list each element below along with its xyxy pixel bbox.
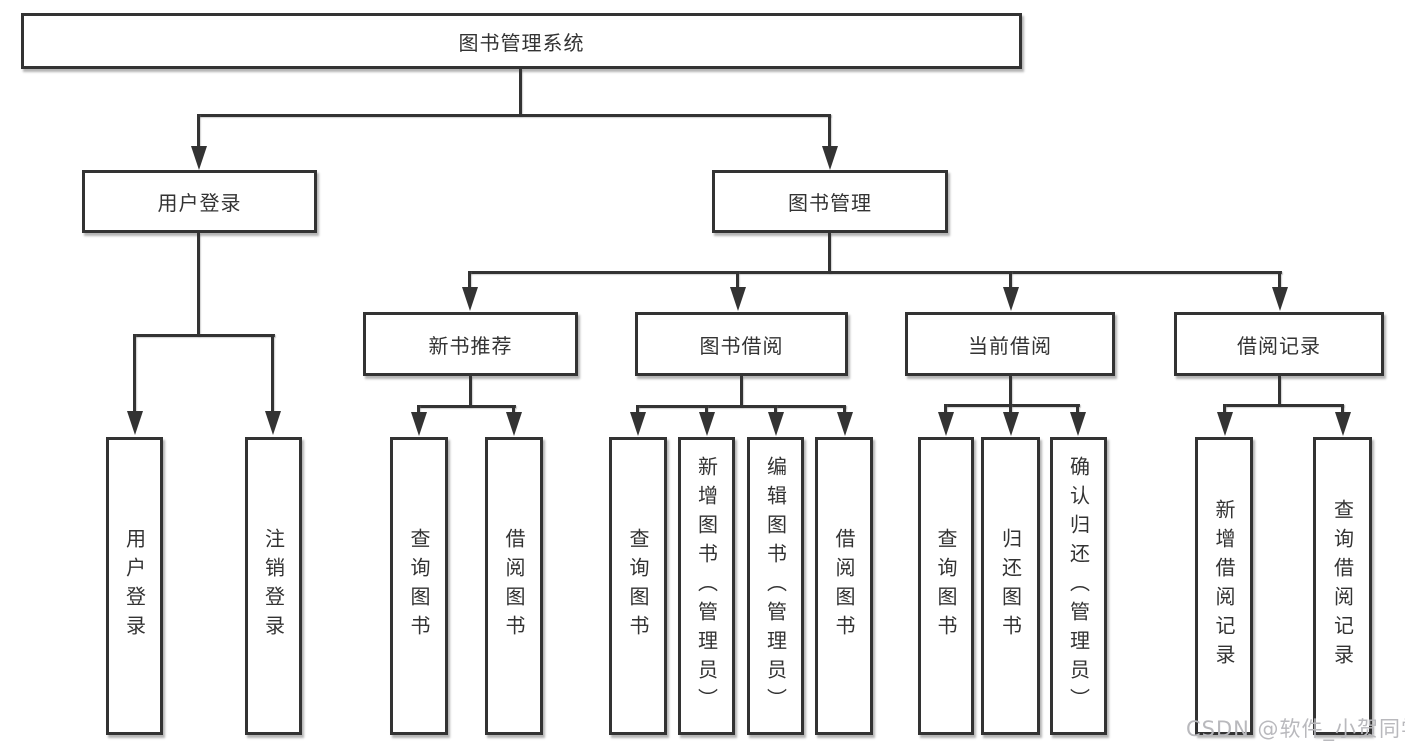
node-label: 确认归还（管理员） — [1066, 455, 1091, 717]
node-label: 查询借阅记录 — [1330, 499, 1355, 673]
connector-drop — [944, 404, 947, 415]
node-label: 图书借阅 — [699, 333, 784, 358]
arrow-down-icon — [127, 411, 143, 435]
connector-drop — [828, 114, 831, 150]
node-label: 注销登录 — [261, 528, 286, 644]
node-label: 查询图书 — [407, 528, 431, 644]
connector-hline — [418, 405, 516, 408]
arrow-down-icon — [630, 412, 646, 436]
node-label: 归还图书 — [998, 528, 1023, 644]
node-label: 借阅图书 — [832, 528, 856, 644]
arrow-down-icon — [1272, 287, 1288, 311]
arrow-down-icon — [1217, 412, 1233, 436]
node-label: 用户登录 — [122, 528, 147, 644]
connector-hline — [945, 404, 1080, 407]
connector-drop — [417, 405, 420, 415]
connector-drop — [736, 271, 739, 289]
connector-stem — [1278, 376, 1281, 406]
node-leaf-bb-query-books: 查询图书 — [609, 437, 667, 735]
node-label: 新增借阅记录 — [1212, 499, 1236, 673]
node-leaf-br-query-record: 查询借阅记录 — [1313, 437, 1372, 735]
node-book-borrowing: 图书借阅 — [635, 312, 848, 376]
node-leaf-cb-query-books: 查询图书 — [918, 437, 974, 735]
node-leaf-user-login: 用户登录 — [106, 437, 163, 735]
arrow-down-icon — [822, 146, 838, 170]
arrow-down-icon — [411, 412, 427, 436]
connector-hline — [469, 271, 1282, 274]
node-label: 编辑图书（管理员） — [763, 455, 788, 717]
node-leaf-nb-borrow-books: 借阅图书 — [485, 437, 543, 735]
node-leaf-bb-borrow-books: 借阅图书 — [815, 437, 873, 735]
node-leaf-cb-confirm-return-admin: 确认归还（管理员） — [1050, 437, 1107, 735]
node-borrow-records: 借阅记录 — [1174, 312, 1384, 376]
connector-drop — [774, 405, 777, 415]
connector-drop — [1223, 404, 1226, 415]
arrow-down-icon — [730, 287, 746, 311]
node-leaf-nb-query-books: 查询图书 — [390, 437, 448, 735]
connector-stem — [197, 233, 200, 336]
node-book-management: 图书管理 — [712, 170, 948, 233]
connector-drop — [468, 271, 471, 289]
connector-drop — [1341, 404, 1344, 415]
connector-drop — [271, 334, 274, 414]
arrow-down-icon — [938, 412, 954, 436]
connector-stem — [828, 233, 831, 273]
node-label: 查询图书 — [934, 528, 958, 644]
connector-drop — [197, 114, 200, 150]
connector-drop — [1009, 271, 1012, 289]
arrow-down-icon — [1003, 287, 1019, 311]
connector-drop — [636, 405, 639, 415]
node-label: 图书管理 — [788, 191, 872, 215]
node-label: 新增图书（管理员） — [694, 455, 719, 717]
arrow-down-icon — [837, 412, 853, 436]
node-leaf-logout: 注销登录 — [245, 437, 302, 735]
connector-drop — [133, 334, 136, 414]
node-label: 借阅图书 — [502, 528, 526, 644]
node-leaf-bb-add-books-admin: 新增图书（管理员） — [678, 437, 735, 735]
connector-drop — [843, 405, 846, 415]
node-current-borrowing: 当前借阅 — [905, 312, 1115, 376]
connector-hline — [1224, 404, 1344, 407]
connector-stem — [469, 376, 472, 407]
connector-hline — [197, 114, 831, 117]
node-label: 借阅记录 — [1237, 333, 1321, 358]
arrow-down-icon — [462, 287, 478, 311]
watermark: CSDN @软件_小贺同学 — [1186, 717, 1405, 741]
connector-drop — [1009, 404, 1012, 415]
arrow-down-icon — [699, 412, 715, 436]
connector-drop — [705, 405, 708, 415]
arrow-down-icon — [1003, 412, 1019, 436]
connector-drop — [1278, 271, 1281, 289]
arrow-down-icon — [506, 412, 522, 436]
node-user-login: 用户登录 — [82, 170, 317, 233]
node-label: 当前借阅 — [968, 333, 1052, 358]
node-label: 查询图书 — [626, 528, 650, 644]
arrow-down-icon — [191, 146, 207, 170]
node-new-book-recommend: 新书推荐 — [363, 312, 578, 376]
node-leaf-bb-edit-books-admin: 编辑图书（管理员） — [747, 437, 804, 735]
connector-stem — [740, 376, 743, 407]
connector-hline — [134, 334, 275, 337]
connector-stem — [1009, 376, 1012, 406]
node-label: 图书管理系统 — [458, 30, 585, 55]
arrow-down-icon — [1335, 412, 1351, 436]
node-label: 用户登录 — [157, 191, 242, 215]
connector-stem — [519, 69, 522, 116]
node-root: 图书管理系统 — [21, 13, 1022, 69]
node-label: 新书推荐 — [428, 333, 513, 358]
connector-drop — [1076, 404, 1079, 415]
arrow-down-icon — [768, 412, 784, 436]
connector-hline — [637, 405, 846, 408]
node-leaf-cb-return-books: 归还图书 — [981, 437, 1040, 735]
node-leaf-br-add-record: 新增借阅记录 — [1195, 437, 1253, 735]
arrow-down-icon — [265, 411, 281, 435]
arrow-down-icon — [1070, 412, 1086, 436]
connector-drop — [512, 405, 515, 415]
